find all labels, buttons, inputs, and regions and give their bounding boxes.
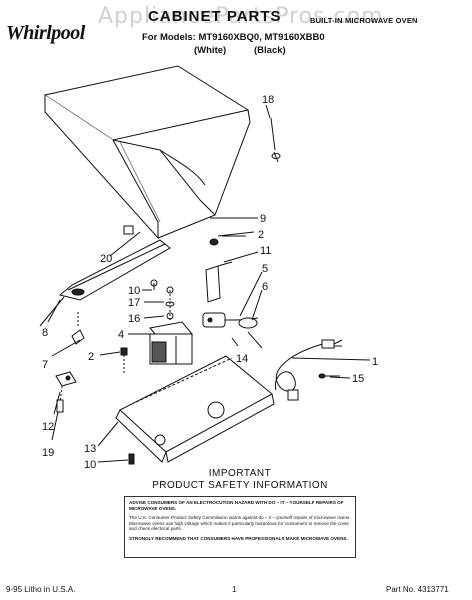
capacitor-5 bbox=[202, 312, 259, 329]
whirlpool-logo: Whirlpool bbox=[6, 22, 85, 44]
callout-12: 12 bbox=[42, 421, 54, 433]
footer-page-number: 1 bbox=[232, 585, 237, 594]
callout-4: 4 bbox=[118, 329, 124, 341]
callout-19: 18 bbox=[262, 94, 274, 106]
safety-heading-important: IMPORTANT bbox=[208, 468, 272, 479]
safety-para-2: The U.S. Consumer Product Safety Commiss… bbox=[129, 515, 351, 532]
callout-9: 7 bbox=[42, 359, 48, 371]
screw-2-lower bbox=[120, 347, 128, 374]
exploded-parts-diagram: 18 9 2 11 5 6 1 15 14 20 10 17 16 4 2 8 … bbox=[39, 65, 378, 470]
watermark: AppliancePartsPros.com bbox=[98, 4, 384, 29]
screw-10-lower bbox=[128, 453, 135, 465]
safety-para-3: STRONGLY RECOMMEND THAT CONSUMERS HAVE P… bbox=[129, 535, 348, 541]
diode-14 bbox=[231, 337, 239, 347]
cabinet-wrapper bbox=[43, 65, 251, 240]
callout-6: 6 bbox=[262, 281, 268, 293]
hardware-stack bbox=[150, 279, 175, 320]
callout-11: 11 bbox=[260, 245, 271, 257]
callout-10-lower: 10 bbox=[84, 459, 96, 470]
bracket-12 bbox=[55, 371, 77, 413]
variant-black: (Black) bbox=[254, 45, 286, 56]
callout-13: 13 bbox=[84, 443, 96, 455]
callout-2-lower: 2 bbox=[88, 351, 94, 363]
screw-15 bbox=[318, 373, 340, 379]
footer-litho: 9-95 Litho in U.S.A. bbox=[6, 585, 76, 594]
safety-notice-box: ADVISE CONSUMERS OF AN ELECTROCUTION HAZ… bbox=[124, 496, 356, 558]
safety-para-1: ADVISE CONSUMERS OF AN ELECTROCUTION HAZ… bbox=[129, 500, 344, 511]
transformer-4 bbox=[149, 321, 193, 365]
callout-16: 16 bbox=[128, 313, 140, 325]
page-title: CABINET PARTS bbox=[148, 8, 282, 25]
safety-heading-product: PRODUCT SAFETY INFORMATION bbox=[152, 480, 328, 491]
models-line: For Models: MT9160XBQ0, MT9160XBB0 bbox=[142, 32, 325, 43]
callout-1: 1 bbox=[372, 356, 378, 368]
callout-7: 9 bbox=[260, 213, 266, 225]
footer-part-number: Part No. 4313771 bbox=[386, 585, 449, 594]
oven-type-label: BUILT-IN MICROWAVE OVEN bbox=[310, 16, 418, 25]
callout-17: 17 bbox=[128, 297, 140, 309]
callout-2-upper: 2 bbox=[258, 229, 264, 241]
power-cord-1 bbox=[274, 339, 343, 401]
variant-white: (White) bbox=[194, 45, 227, 56]
bracket-11 bbox=[205, 261, 233, 303]
screw-19 bbox=[270, 117, 281, 163]
rail-8 bbox=[39, 239, 171, 327]
callout-5: 5 bbox=[262, 263, 268, 275]
callout-10-upper: 10 bbox=[128, 285, 140, 297]
callout-8: 8 bbox=[42, 327, 48, 339]
callout-20: 20 bbox=[100, 253, 112, 265]
foot-9 bbox=[71, 312, 85, 345]
callout-14: 14 bbox=[236, 353, 248, 365]
base-plate-13 bbox=[115, 355, 275, 463]
screw-2-upper bbox=[209, 235, 246, 246]
block-20 bbox=[123, 225, 134, 235]
callout-18: 19 bbox=[42, 447, 54, 459]
callout-15: 15 bbox=[352, 373, 364, 385]
safety-heading: IMPORTANT PRODUCT SAFETY INFORMATION bbox=[120, 468, 360, 492]
